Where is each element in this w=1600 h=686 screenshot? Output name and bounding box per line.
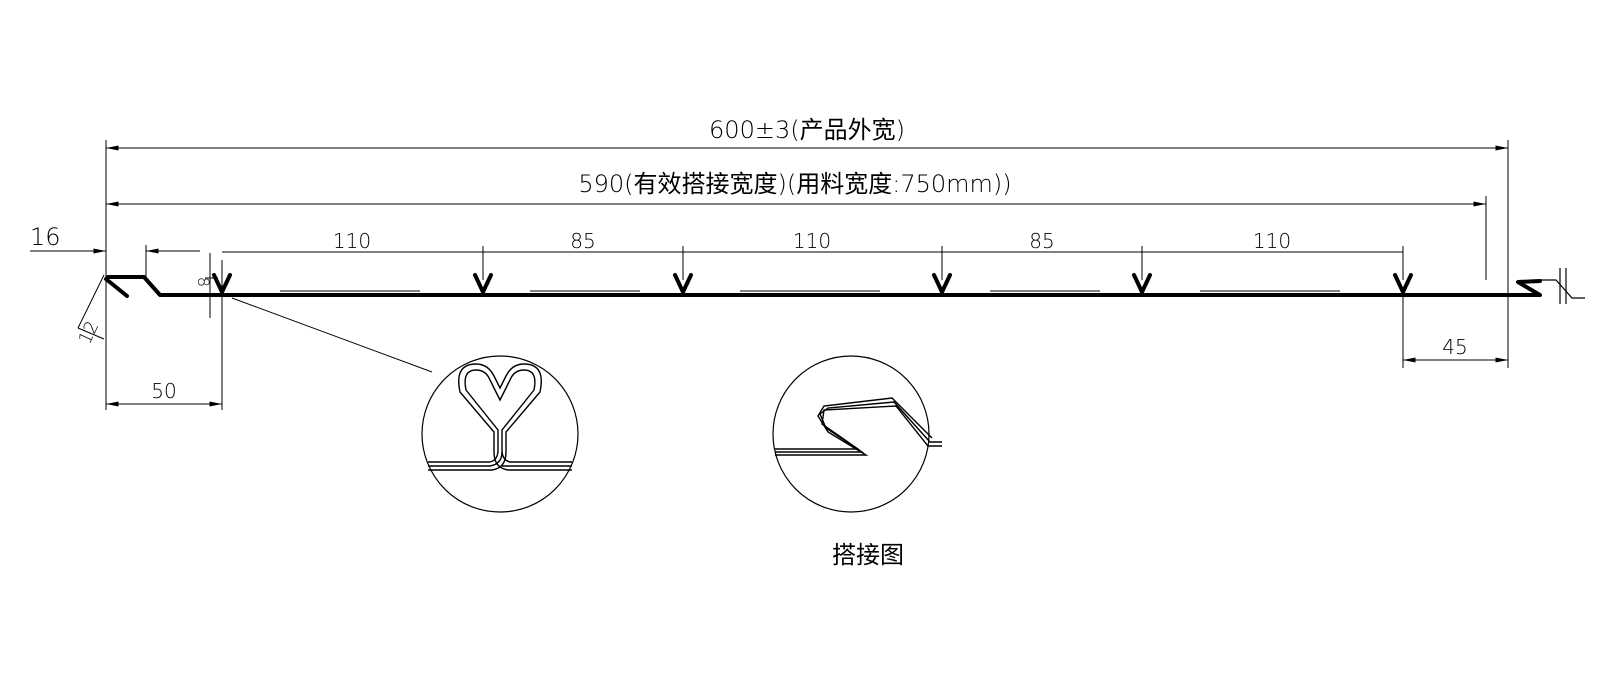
rib-height-label: 8 (194, 277, 213, 287)
right-edge-label: 45 (1442, 335, 1467, 359)
hook-length-dimension: 12 (75, 274, 105, 348)
v-ribs (212, 273, 1413, 297)
right-edge-dimension: 45 (1402, 290, 1508, 368)
hook-length-label: 12 (75, 318, 104, 348)
panel-profile (104, 268, 1585, 304)
effective-width-dimension: 590(有效搭接宽度)(用料宽度:750mm)) (106, 170, 1487, 280)
rib-spacing-dimensions: 110 85 110 85 110 (222, 229, 1404, 280)
overall-width-dimension: 600±3(产品外宽) (105, 116, 1509, 410)
spacing-4: 85 (1029, 229, 1054, 253)
left-lap-label: 16 (30, 223, 61, 251)
left-edge-dimension: 50 (106, 260, 223, 410)
detail-leader-line (231, 297, 433, 373)
left-lap-dimension: 16 (30, 223, 200, 278)
rib-height-dimension: 8 (194, 253, 218, 318)
effective-width-label: 590(有效搭接宽度)(用料宽度:750mm)) (578, 170, 1011, 198)
spacing-2: 85 (570, 229, 595, 253)
spacing-1: 110 (333, 229, 371, 253)
spacing-5: 110 (1253, 229, 1291, 253)
rib-detail-circle (421, 355, 579, 513)
left-edge-label: 50 (151, 379, 176, 403)
overlap-detail-label: 搭接图 (832, 541, 904, 569)
overlap-detail-circle: 搭接图 (772, 355, 942, 569)
spacing-3: 110 (793, 229, 831, 253)
overall-width-label: 600±3(产品外宽) (709, 116, 905, 144)
